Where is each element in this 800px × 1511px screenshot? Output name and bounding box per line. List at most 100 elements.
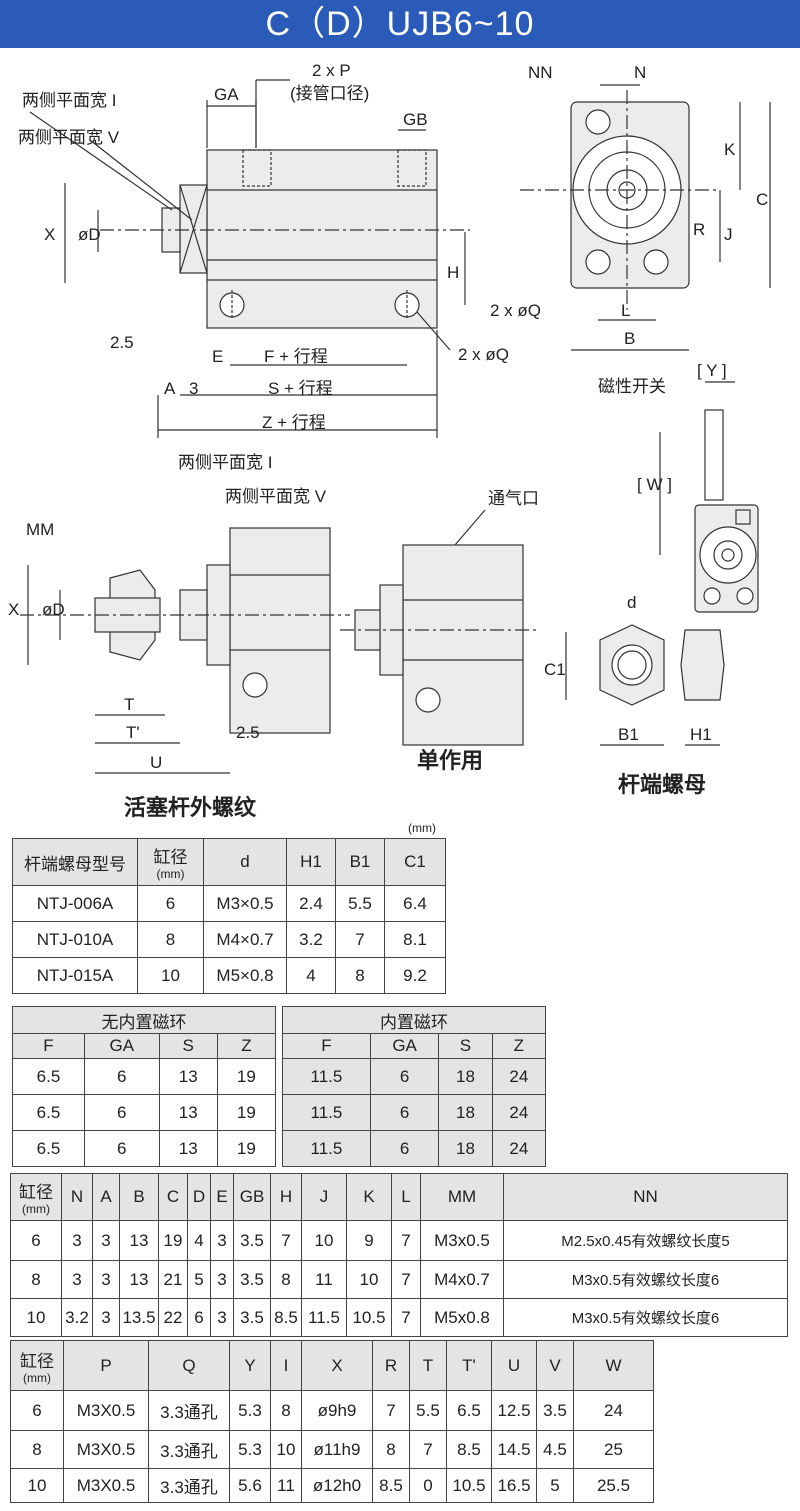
cell: M3X0.5 xyxy=(63,1468,149,1503)
cell: 3 xyxy=(210,1260,234,1299)
dim2-th: V xyxy=(536,1340,574,1391)
cell: 5.3 xyxy=(229,1390,271,1431)
cell: 3.5 xyxy=(233,1260,271,1299)
dim-th: B xyxy=(119,1173,159,1221)
label-k: K xyxy=(724,140,736,159)
label-rod-nut: 杆端螺母 xyxy=(618,772,706,797)
ring-th: F xyxy=(282,1033,371,1059)
cell: 8 xyxy=(270,1390,302,1431)
dim2-th: R xyxy=(372,1340,410,1391)
cell: 6 xyxy=(369,1058,440,1095)
dim-th: GB xyxy=(233,1173,271,1221)
label-vent: 通气口 xyxy=(488,489,539,508)
cell: M4x0.7 xyxy=(420,1260,504,1299)
dim2-th: T xyxy=(409,1340,447,1391)
cell: 3 xyxy=(210,1220,234,1261)
cell: M5×0.8 xyxy=(203,957,287,994)
label-3: 3 xyxy=(189,379,198,398)
cell: NTJ-006A xyxy=(12,885,138,922)
cell: 14.5 xyxy=(491,1430,537,1469)
cell: M3x0.5 xyxy=(420,1220,504,1261)
cell: 8.5 xyxy=(372,1468,410,1503)
label-tp: T' xyxy=(126,723,140,742)
cell: 3 xyxy=(92,1260,120,1299)
label-u: U xyxy=(150,753,162,772)
technical-drawing: 两侧平面宽 I 两侧平面宽 V GA 2 x P (接管口径) GB X øD … xyxy=(8,61,771,835)
cell: 7 xyxy=(335,921,385,958)
label-gb: GB xyxy=(403,110,428,129)
label-25b: 2.5 xyxy=(236,723,260,742)
cell: 8.5 xyxy=(446,1430,492,1469)
cell: M2.5x0.45有效螺纹长度5 xyxy=(503,1220,788,1261)
cell: 5.5 xyxy=(409,1390,447,1431)
dim2-th: Q xyxy=(148,1340,230,1391)
cell: 8.1 xyxy=(384,921,446,958)
cell: 6.5 xyxy=(12,1058,85,1095)
cell: 13 xyxy=(119,1220,159,1261)
cell: 10 xyxy=(10,1468,64,1503)
dim-th: NN xyxy=(503,1173,788,1221)
cell: 13.5 xyxy=(119,1298,159,1337)
cell: 11.5 xyxy=(282,1058,371,1095)
cell: M3×0.5 xyxy=(203,885,287,922)
dim2-th: P xyxy=(63,1340,149,1391)
cell: 3 xyxy=(61,1220,93,1261)
cell: 9.2 xyxy=(384,957,446,994)
cell: 11 xyxy=(301,1260,347,1299)
cell: 7 xyxy=(409,1430,447,1469)
cell: M3X0.5 xyxy=(63,1390,149,1431)
label-flat-v: 两侧平面宽 V xyxy=(18,128,120,147)
cell: 8.5 xyxy=(270,1298,302,1337)
cell: 7 xyxy=(391,1220,421,1261)
label-od-2: øD xyxy=(42,600,65,619)
dim-th: L xyxy=(391,1173,421,1221)
dim-th: D xyxy=(187,1173,211,1221)
dim-th: H xyxy=(270,1173,302,1221)
cell: 6 xyxy=(187,1298,211,1337)
ring-th: GA xyxy=(83,1033,160,1059)
dim-th: C xyxy=(158,1173,188,1221)
cell: 4 xyxy=(286,957,336,994)
cell: 25 xyxy=(573,1430,654,1469)
dim2-th: W xyxy=(573,1340,654,1391)
cell: 3 xyxy=(210,1298,234,1337)
cell: 10.5 xyxy=(346,1298,392,1337)
ring-th: S xyxy=(158,1033,218,1059)
dim-th: K xyxy=(346,1173,392,1221)
label-mm-unit: (mm) xyxy=(408,821,436,835)
dim2-th: I xyxy=(270,1340,302,1391)
cell: 10.5 xyxy=(446,1468,492,1503)
label-e: E xyxy=(212,347,223,366)
cell: 13 xyxy=(158,1058,218,1095)
cell: 6 xyxy=(369,1130,440,1167)
cell: M4×0.7 xyxy=(203,921,287,958)
nut-th-h1: H1 xyxy=(286,838,336,886)
cell: NTJ-010A xyxy=(12,921,138,958)
nut-th-model: 杆端螺母型号 xyxy=(12,838,138,886)
dim2-th: U xyxy=(491,1340,537,1391)
label-mag-switch: 磁性开关 xyxy=(598,377,666,396)
cell: 24 xyxy=(491,1058,547,1095)
cell: 6.4 xyxy=(384,885,446,922)
cell: 6 xyxy=(10,1390,64,1431)
cell: 3.2 xyxy=(286,921,336,958)
cell: 18 xyxy=(438,1058,493,1095)
label-x: X xyxy=(44,225,55,244)
cell: 3 xyxy=(92,1298,120,1337)
cell: 3.3通孔 xyxy=(148,1430,230,1469)
ring-th: Z xyxy=(216,1033,277,1059)
label-nn: NN xyxy=(528,63,553,82)
cell: 19 xyxy=(216,1094,277,1131)
label-piston-thread: 活塞杆外螺纹 xyxy=(124,795,257,820)
cell: 7 xyxy=(372,1390,410,1431)
label-z: Z + 行程 xyxy=(262,413,326,432)
dim2-th: Y xyxy=(229,1340,271,1391)
cell: 6 xyxy=(83,1094,160,1131)
cell: NTJ-015A xyxy=(12,957,138,994)
